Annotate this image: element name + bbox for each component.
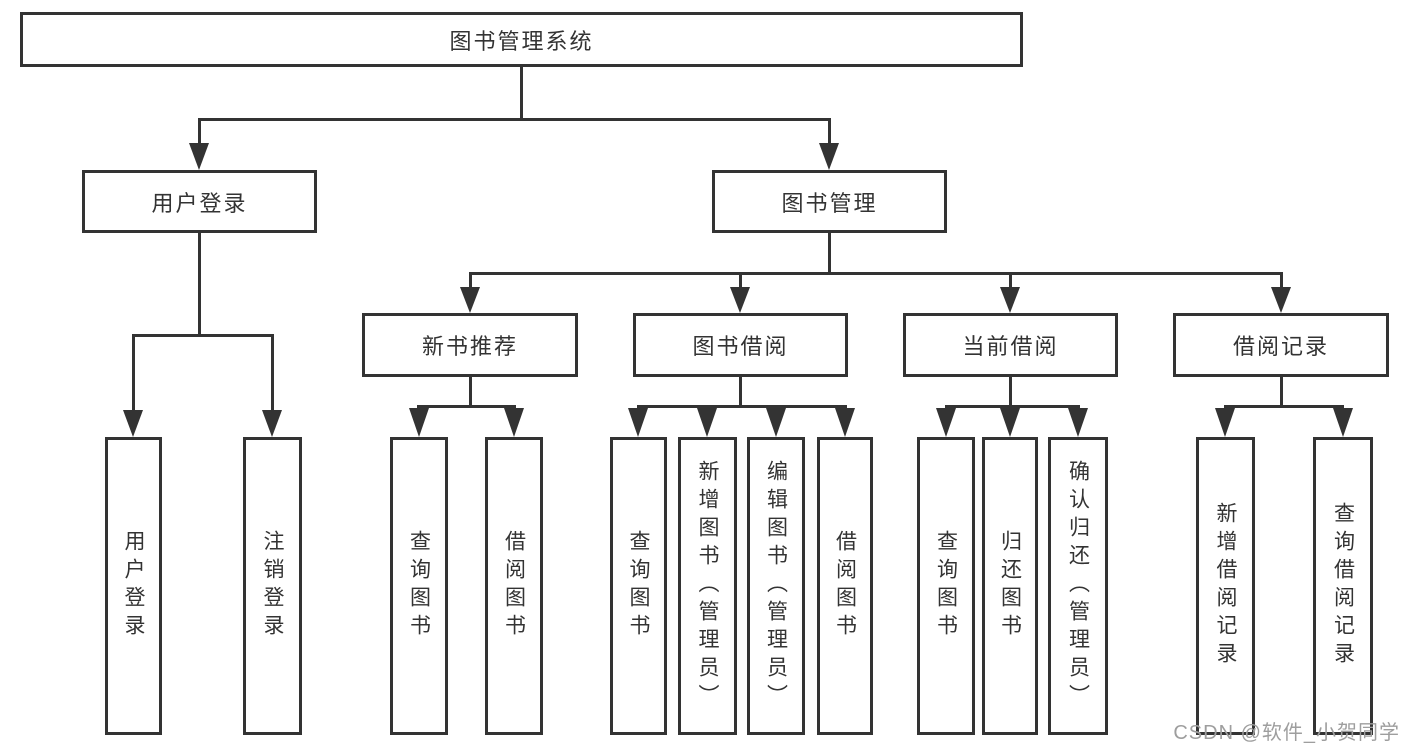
connector-current-down xyxy=(1009,377,1012,408)
connector-userlogin-down xyxy=(198,233,201,337)
leaf-edit-books-admin-label: 编辑图书（管理员） xyxy=(764,460,788,712)
leaf-confirm-return-admin: 确认归还（管理员） xyxy=(1048,437,1108,735)
node-borrow-records: 借阅记录 xyxy=(1173,313,1389,377)
node-current-borrow-label: 当前借阅 xyxy=(962,334,1059,359)
leaf-borrow-books-recommend-label: 借阅图书 xyxy=(502,530,526,642)
arrow-to-book-borrow xyxy=(730,287,750,313)
arrow-to-leaf-add-record xyxy=(1215,408,1235,437)
leaf-query-books-borrow: 查询图书 xyxy=(610,437,667,735)
connector-bookmgmt-stem xyxy=(828,121,831,145)
connector-bookmgmt-down xyxy=(828,233,831,275)
leaf-query-books-current: 查询图书 xyxy=(917,437,975,735)
leaf-confirm-return-admin-label: 确认归还（管理员） xyxy=(1066,460,1090,712)
leaf-add-borrow-record: 新增借阅记录 xyxy=(1196,437,1255,735)
connector-root-rail xyxy=(198,118,831,121)
arrow-to-leaf-query-books-1 xyxy=(409,408,429,437)
arrow-to-leaf-edit-books xyxy=(766,408,786,437)
connector-records-rail xyxy=(1224,405,1344,408)
leaf-logout: 注销登录 xyxy=(243,437,302,735)
connector-records-stem xyxy=(1280,275,1283,290)
leaf-borrow-books-label: 借阅图书 xyxy=(833,530,857,642)
node-current-borrow: 当前借阅 xyxy=(903,313,1118,377)
leaf-edit-books-admin: 编辑图书（管理员） xyxy=(747,437,805,735)
arrow-to-borrow-records xyxy=(1271,287,1291,313)
connector-recommend-rail xyxy=(417,405,516,408)
arrow-to-book-management xyxy=(819,143,839,170)
connector-userlogin-rail xyxy=(132,334,274,337)
arrow-to-leaf-user-login xyxy=(123,410,143,437)
leaf-return-books-label: 归还图书 xyxy=(998,530,1022,642)
arrow-to-leaf-add-books xyxy=(697,408,717,437)
leaf-user-login-label: 用户登录 xyxy=(122,530,145,642)
connector-borrow-stem xyxy=(739,275,742,290)
leaf-query-books-recommend-label: 查询图书 xyxy=(407,530,431,642)
leaf-query-borrow-record-label: 查询借阅记录 xyxy=(1331,502,1355,670)
arrow-to-new-book-recommend xyxy=(460,287,480,313)
leaf-query-books-recommend: 查询图书 xyxy=(390,437,448,735)
leaf-query-books-borrow-label: 查询图书 xyxy=(627,530,650,642)
node-user-login: 用户登录 xyxy=(82,170,317,233)
node-new-book-recommend: 新书推荐 xyxy=(362,313,578,377)
connector-recommend-stem xyxy=(469,275,472,290)
leaf-borrow-books: 借阅图书 xyxy=(817,437,873,735)
arrow-to-leaf-logout xyxy=(262,410,282,437)
connector-recommend-down xyxy=(469,377,472,408)
node-book-management: 图书管理 xyxy=(712,170,947,233)
arrow-to-leaf-query-books-3 xyxy=(936,408,956,437)
arrow-to-leaf-borrow-books-1 xyxy=(504,408,524,437)
connector-leaf2-stem xyxy=(271,337,274,412)
arrow-to-leaf-confirm-return xyxy=(1068,408,1088,437)
arrow-to-leaf-return-books xyxy=(1000,408,1020,437)
connector-root-stem xyxy=(520,67,523,121)
leaf-query-borrow-record: 查询借阅记录 xyxy=(1313,437,1373,735)
node-book-management-label: 图书管理 xyxy=(781,190,878,216)
arrow-to-leaf-query-record xyxy=(1333,408,1353,437)
node-root-label: 图书管理系统 xyxy=(449,28,594,54)
watermark: CSDN @软件_小贺同学 xyxy=(1173,722,1400,744)
leaf-logout-label: 注销登录 xyxy=(261,530,284,642)
node-book-borrow: 图书借阅 xyxy=(633,313,848,377)
leaf-add-borrow-record-label: 新增借阅记录 xyxy=(1214,502,1237,670)
connector-bookmgmt-rail xyxy=(469,272,1283,275)
leaf-add-books-admin: 新增图书（管理员） xyxy=(678,437,737,735)
node-root-system: 图书管理系统 xyxy=(20,12,1023,67)
leaf-borrow-books-recommend: 借阅图书 xyxy=(485,437,543,735)
node-borrow-records-label: 借阅记录 xyxy=(1232,334,1329,359)
node-new-book-recommend-label: 新书推荐 xyxy=(421,334,518,359)
arrow-to-user-login xyxy=(189,143,209,170)
connector-borrow-down xyxy=(739,377,742,408)
arrow-to-leaf-borrow-books-2 xyxy=(835,408,855,437)
arrow-to-current-borrow xyxy=(1000,287,1020,313)
leaf-add-books-admin-label: 新增图书（管理员） xyxy=(696,460,719,712)
node-user-login-label: 用户登录 xyxy=(151,190,248,216)
connector-borrow-rail xyxy=(637,405,847,408)
leaf-user-login: 用户登录 xyxy=(105,437,162,735)
leaf-query-books-current-label: 查询图书 xyxy=(934,530,958,642)
connector-leaf1-stem xyxy=(132,337,135,412)
connector-current-stem xyxy=(1009,275,1012,290)
connector-userlogin-stem xyxy=(198,121,201,145)
arrow-to-leaf-query-books-2 xyxy=(628,408,648,437)
leaf-return-books: 归还图书 xyxy=(982,437,1038,735)
node-book-borrow-label: 图书借阅 xyxy=(692,334,789,359)
connector-current-rail xyxy=(945,405,1080,408)
connector-records-down xyxy=(1280,377,1283,408)
